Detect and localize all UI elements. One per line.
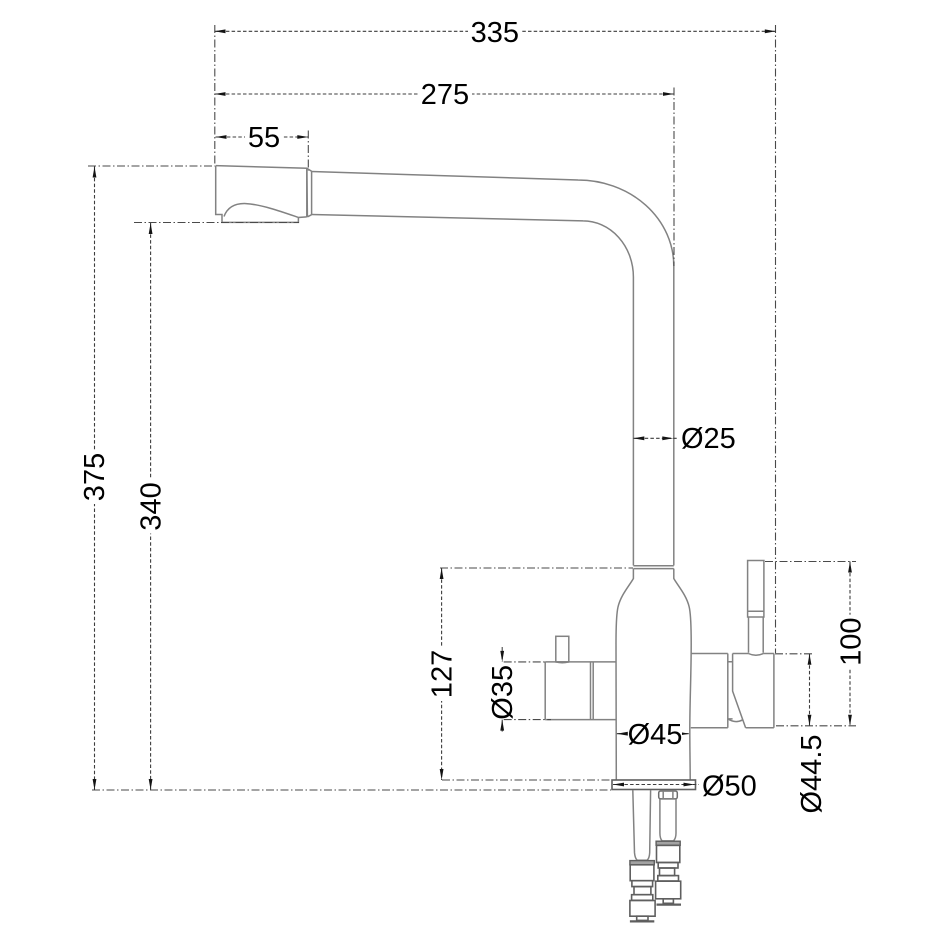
svg-text:Ø45: Ø45: [628, 719, 683, 751]
svg-text:55: 55: [248, 122, 280, 154]
svg-text:Ø50: Ø50: [702, 770, 757, 802]
svg-text:375: 375: [79, 453, 111, 501]
svg-text:335: 335: [471, 17, 519, 49]
svg-text:Ø44.5: Ø44.5: [796, 735, 828, 814]
svg-text:275: 275: [421, 79, 469, 111]
svg-text:Ø35: Ø35: [487, 665, 519, 720]
svg-text:100: 100: [835, 618, 867, 666]
svg-text:340: 340: [135, 482, 167, 530]
svg-text:Ø25: Ø25: [681, 423, 736, 455]
svg-text:127: 127: [426, 650, 458, 698]
